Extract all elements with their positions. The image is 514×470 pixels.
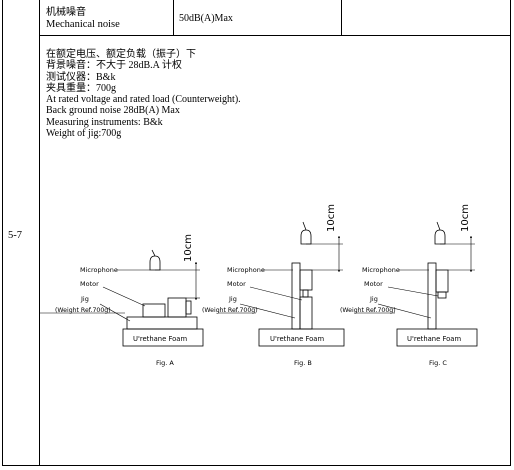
column-divider xyxy=(173,0,174,35)
urethane-foam xyxy=(396,328,478,347)
note-line: Back ground noise 28dB(A) Max xyxy=(46,105,180,117)
label-microphone: Microphone xyxy=(227,266,265,274)
note-line: At rated voltage and rated load (Counter… xyxy=(46,94,241,106)
note-line: Measuring instruments: B&k xyxy=(46,116,163,128)
microphone-icon xyxy=(149,255,161,271)
note-line: 夹具重量：700g xyxy=(46,82,116,94)
microphone-cable xyxy=(436,221,441,231)
spec-value: 50dB(A)Max xyxy=(179,13,233,24)
row-divider xyxy=(39,35,511,36)
leader-line xyxy=(102,286,146,307)
figure-c xyxy=(354,221,478,347)
table-border-left xyxy=(2,0,3,466)
label-jig-weight: (Weight Ref.700g) xyxy=(55,307,111,314)
label-distance: 10cm xyxy=(460,204,471,232)
label-jig: Jig xyxy=(369,295,378,303)
label-jig: Jig xyxy=(80,295,89,303)
label-foam: U'rethane Foam xyxy=(270,335,324,343)
motor-block xyxy=(299,296,313,330)
motor-shaft xyxy=(185,300,192,315)
test-conditions: 在额定电压、额定负载（振子）下 背景噪音：不大于 28dB.A 计权 测试仪器：… xyxy=(46,49,241,139)
leader-line xyxy=(377,303,432,319)
motor-block xyxy=(435,269,449,293)
label-motor: Motor xyxy=(364,280,383,288)
caption-fig-c: Fig. C xyxy=(429,359,447,367)
motor-block xyxy=(142,303,166,318)
figure-a xyxy=(40,249,204,347)
motor-block xyxy=(299,269,313,291)
label-jig: Jig xyxy=(228,295,237,303)
leader-line xyxy=(387,286,439,297)
note-line: Weight of jig:700g xyxy=(46,128,122,140)
row-label-en: Mechanical noise xyxy=(46,19,120,30)
microphone-icon xyxy=(300,229,312,245)
column-divider xyxy=(39,0,40,466)
jig-plate xyxy=(427,262,437,330)
label-motor: Motor xyxy=(227,280,246,288)
note-line: 在额定电压、额定负载（振子）下 xyxy=(46,49,196,60)
label-microphone: Microphone xyxy=(80,266,118,274)
jig-base xyxy=(126,316,198,330)
label-jig-weight: (Weight Ref.700g) xyxy=(340,307,396,314)
table-border-right xyxy=(510,0,511,466)
motor-shaft xyxy=(437,291,447,299)
label-motor: Motor xyxy=(80,280,99,288)
motor-shaft xyxy=(302,289,309,298)
section-number: 5-7 xyxy=(8,230,22,241)
row-label-cn: 机械噪音 xyxy=(46,7,86,18)
microphone-cable xyxy=(302,221,307,231)
leader-line xyxy=(249,286,303,301)
label-microphone: Microphone xyxy=(362,266,400,274)
leader-line xyxy=(99,303,131,322)
microphone-cable xyxy=(151,249,156,257)
table-border-bottom xyxy=(2,465,511,466)
motor-block xyxy=(167,297,187,318)
label-foam: U'rethane Foam xyxy=(407,335,461,343)
jig-plate xyxy=(291,262,301,330)
caption-fig-a: Fig. A xyxy=(156,359,174,367)
note-line: 背景噪音：不大于 28dB.A 计权 xyxy=(46,60,182,72)
figure-b xyxy=(218,221,345,347)
label-distance: 10cm xyxy=(326,204,337,232)
label-jig-weight: (Weight Ref.700g) xyxy=(202,307,258,314)
microphone-icon xyxy=(434,229,446,245)
caption-fig-b: Fig. B xyxy=(294,359,312,367)
label-foam: U'rethane Foam xyxy=(133,335,187,343)
column-divider xyxy=(341,0,342,35)
note-line: 测试仪器：B&k xyxy=(46,71,116,83)
leader-line xyxy=(239,303,296,319)
label-distance: 10cm xyxy=(183,234,194,262)
